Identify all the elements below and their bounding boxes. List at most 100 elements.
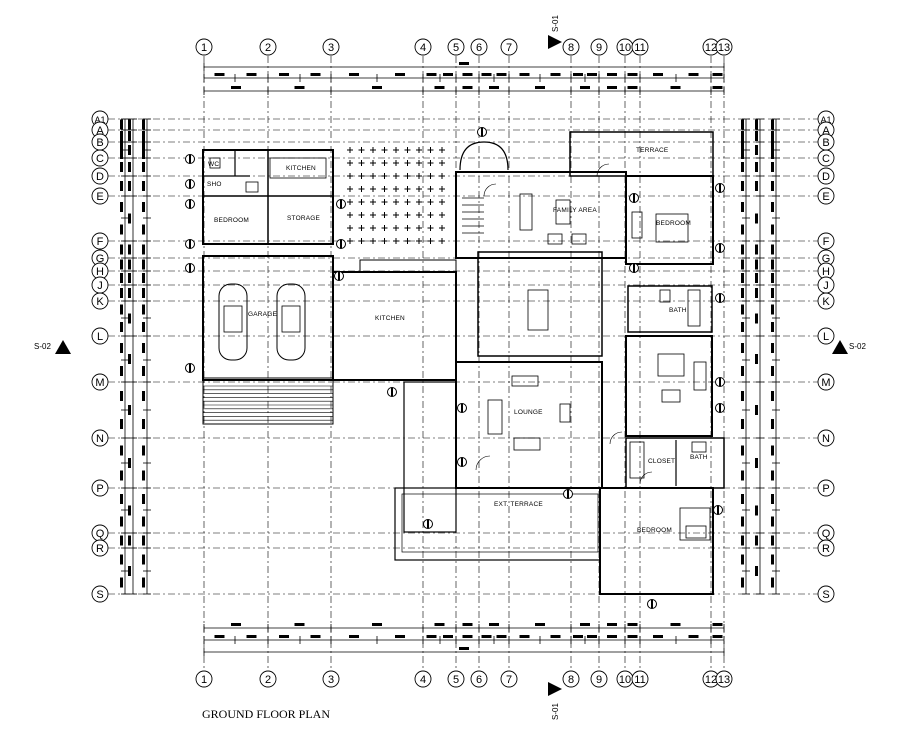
svg-text:S-01: S-01 (551, 703, 560, 720)
column-bubble-10: 10 (616, 670, 634, 688)
svg-text:Q: Q (822, 528, 831, 540)
row-bubble-P: P (817, 479, 835, 497)
svg-text:4: 4 (420, 674, 426, 686)
row-bubble-J: J (91, 276, 109, 294)
row-bubble-R: R (817, 539, 835, 557)
room-label-bedroom-right-top: BEDROOM (656, 220, 691, 227)
svg-text:8: 8 (568, 42, 574, 54)
svg-text:K: K (96, 296, 104, 308)
column-bubble-3: 3 (322, 38, 340, 56)
svg-text:7: 7 (506, 674, 512, 686)
column-bubble-2: 2 (259, 38, 277, 56)
svg-text:S: S (822, 589, 829, 601)
svg-text:9: 9 (596, 674, 602, 686)
room-label-terrace-top: TERRACE (636, 147, 669, 154)
svg-text:3: 3 (328, 674, 334, 686)
row-bubble-Q: Q (817, 524, 835, 542)
room-label-kitchen-main: KITCHEN (375, 315, 405, 322)
svg-text:M: M (95, 377, 104, 389)
svg-text:11: 11 (634, 674, 645, 686)
svg-text:N: N (822, 433, 830, 445)
column-bubble-5: 5 (447, 38, 465, 56)
svg-text:11: 11 (634, 42, 645, 54)
svg-text:L: L (823, 331, 829, 343)
svg-text:A1: A1 (820, 115, 831, 125)
svg-text:E: E (822, 191, 829, 203)
column-bubble-11: 11 (631, 38, 649, 56)
room-label-storage: STORAGE (287, 215, 321, 222)
svg-text:10: 10 (619, 674, 631, 686)
room-label-closet: CLOSET (648, 458, 675, 465)
row-bubble-F: F (91, 232, 109, 250)
column-bubble-8: 8 (562, 670, 580, 688)
column-bubble-10: 10 (616, 38, 634, 56)
column-bubble-6: 6 (470, 670, 488, 688)
row-bubble-S: S (817, 585, 835, 603)
dimension-lines (120, 62, 780, 656)
column-bubble-5: 5 (447, 670, 465, 688)
svg-text:6: 6 (476, 42, 482, 54)
svg-text:13: 13 (718, 42, 730, 54)
room-label-kitchen-small: KITCHEN (286, 165, 316, 172)
svg-text:8: 8 (568, 674, 574, 686)
svg-text:5: 5 (453, 674, 459, 686)
svg-text:13: 13 (718, 674, 730, 686)
row-bubble-B: B (91, 133, 109, 151)
svg-text:G: G (822, 253, 831, 265)
svg-text:R: R (822, 543, 830, 555)
room-label-wc: WC (208, 161, 219, 168)
row-bubble-K: K (817, 292, 835, 310)
svg-text:B: B (96, 137, 103, 149)
svg-text:M: M (821, 377, 830, 389)
svg-text:S: S (96, 589, 103, 601)
row-bubble-P: P (91, 479, 109, 497)
svg-text:S-02: S-02 (34, 342, 51, 351)
row-bubble-M: M (91, 373, 109, 391)
svg-text:R: R (96, 543, 104, 555)
svg-text:2: 2 (265, 42, 271, 54)
row-bubble-S: S (91, 585, 109, 603)
column-bubble-6: 6 (470, 38, 488, 56)
row-bubble-A: A (817, 121, 835, 139)
column-bubble-7: 7 (500, 670, 518, 688)
svg-text:10: 10 (619, 42, 631, 54)
room-label-bedroom-left: BEDROOM (214, 217, 249, 224)
svg-text:9: 9 (596, 42, 602, 54)
column-bubble-13: 13 (715, 38, 733, 56)
row-bubble-C: C (91, 149, 109, 167)
room-label-bath-right: BATH (669, 307, 687, 314)
svg-text:2: 2 (265, 674, 271, 686)
svg-text:7: 7 (506, 42, 512, 54)
svg-text:12: 12 (705, 42, 717, 54)
row-bubble-B: B (817, 133, 835, 151)
svg-text:A: A (96, 125, 104, 137)
row-bubble-J: J (817, 276, 835, 294)
svg-text:3: 3 (328, 42, 334, 54)
column-bubble-9: 9 (590, 670, 608, 688)
column-bubble-3: 3 (322, 670, 340, 688)
row-bubble-N: N (91, 429, 109, 447)
svg-text:F: F (97, 236, 104, 248)
svg-text:E: E (96, 191, 103, 203)
svg-text:C: C (96, 153, 104, 165)
svg-text:6: 6 (476, 674, 482, 686)
room-label-garage: GARAGE (248, 311, 277, 318)
row-bubble-L: L (91, 327, 109, 345)
svg-text:S-01: S-01 (551, 15, 560, 32)
svg-text:L: L (97, 331, 103, 343)
column-bubble-1: 1 (195, 38, 213, 56)
column-bubble-4: 4 (414, 670, 432, 688)
svg-text:H: H (822, 266, 830, 278)
row-bubble-D: D (91, 167, 109, 185)
row-bubble-Q: Q (91, 524, 109, 542)
svg-text:12: 12 (705, 674, 717, 686)
room-label-shower: SHO (207, 181, 222, 188)
column-bubble-2: 2 (259, 670, 277, 688)
column-bubble-9: 9 (590, 38, 608, 56)
svg-text:J: J (823, 280, 829, 292)
row-bubble-L: L (817, 327, 835, 345)
row-bubble-M: M (817, 373, 835, 391)
svg-text:B: B (822, 137, 829, 149)
